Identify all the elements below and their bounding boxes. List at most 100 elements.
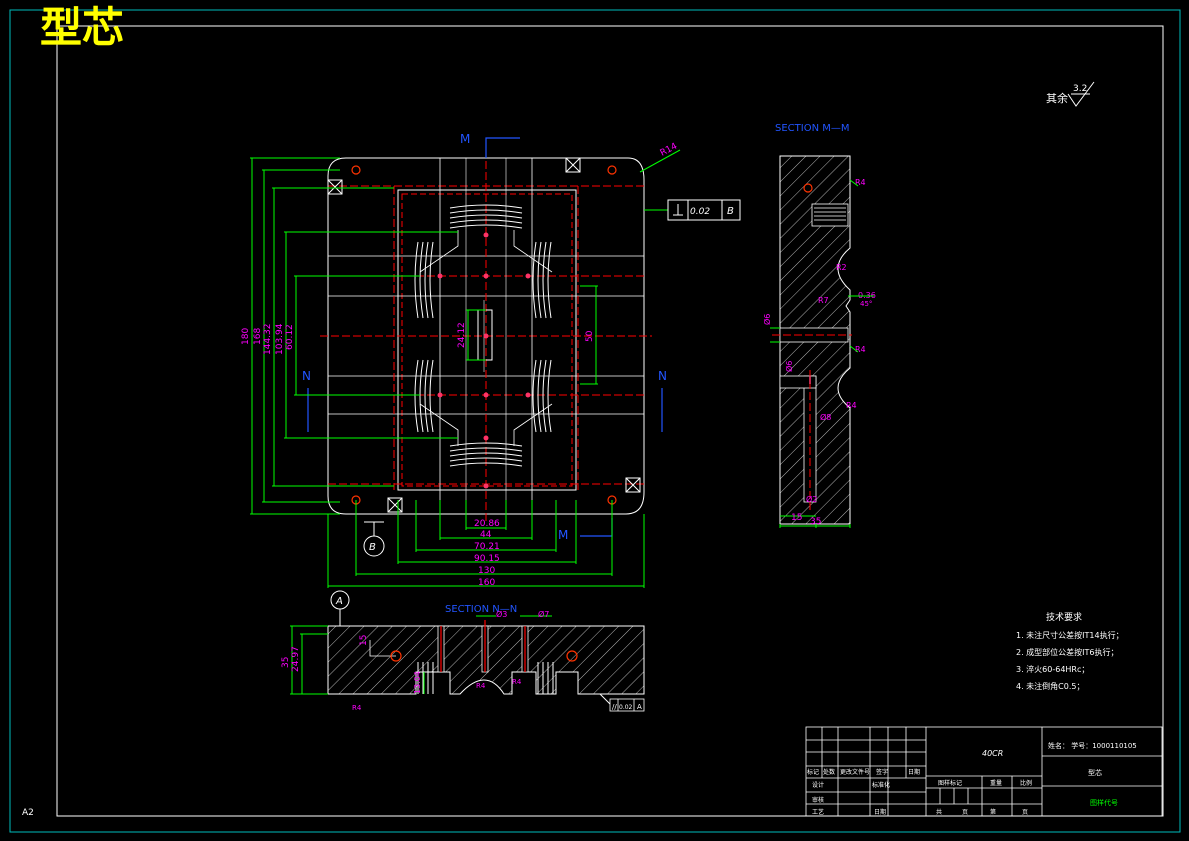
technical-requirements: 技术要求 1. 未注尺寸公差按IT14执行； 2. 成型部位公差按IT6执行； … — [1016, 611, 1124, 691]
tech-note-1: 1. 未注尺寸公差按IT14执行； — [1016, 630, 1124, 640]
nn-dia7: Ø7 — [538, 609, 549, 619]
rev-header-doc: 更改文件号 — [840, 768, 870, 776]
school-info: 姓名： 学号：1000110105 — [1048, 741, 1137, 750]
dim-h6012: 60.12 — [285, 324, 295, 350]
label-page: 第 — [990, 808, 996, 816]
cut-label-m-top: M — [460, 132, 470, 146]
label-standardize: 标准化 — [872, 781, 890, 789]
dim-w7021: 70.21 — [474, 542, 500, 552]
label-sheet: 页 — [962, 809, 968, 816]
nn-h1304: 13.04 — [413, 671, 422, 694]
datum-b: B — [363, 521, 385, 557]
thread-coil-left-bottom — [414, 359, 434, 433]
surface-finish-symbol: 其余 3.2 — [1046, 81, 1095, 107]
cut-label-m-bottom: M — [558, 528, 568, 542]
mm-d45: 45° — [860, 300, 872, 308]
thread-coil-bottom — [449, 442, 523, 467]
perpendicularity-frame: 0.02 B — [644, 199, 741, 221]
datum-a: A — [330, 590, 350, 627]
corner-markers — [327, 157, 641, 513]
dim-v2412: 24.12 — [457, 322, 467, 348]
tech-notes-title: 技术要求 — [1046, 611, 1082, 623]
parallelism-frame: // 0.02 A — [599, 693, 645, 712]
mm-w35: 35 — [810, 517, 821, 527]
label-date: 日期 — [874, 808, 886, 816]
rev-header-date: 日期 — [908, 768, 920, 776]
label-sheet-2: 页 — [1022, 809, 1028, 816]
surface-finish-prefix: 其余 — [1046, 91, 1068, 105]
mm-dia2: Ø2 — [806, 494, 817, 504]
nn-h15: 15 — [359, 635, 369, 646]
mm-dia6b: Ø6 — [784, 361, 794, 372]
thread-coil-right-bottom — [532, 359, 552, 433]
cut-label-n-right: N — [658, 369, 667, 383]
dim-h180: 180 — [241, 328, 251, 345]
rev-header-sign: 签字 — [876, 768, 888, 776]
mm-r4-mid: R4 — [855, 345, 866, 354]
runner-center-rect — [401, 193, 573, 487]
pin-points — [437, 232, 531, 489]
mm-r7: R7 — [818, 296, 829, 305]
nn-h2497: 24.97 — [291, 646, 301, 672]
rev-header-count: 处数 — [823, 768, 835, 776]
perp-value: 0.02 — [690, 207, 710, 217]
dim-h10394: 103.94 — [275, 323, 285, 355]
dim-w130: 130 — [478, 566, 495, 576]
plan-view: M M N N R14 0.02 B B — [241, 132, 741, 588]
tech-note-2: 2. 成型部位公差按IT6执行； — [1016, 647, 1119, 657]
mm-w15: 15 — [791, 513, 802, 523]
section-mm-label: SECTION M—M — [775, 123, 850, 134]
nn-r4-left: R4 — [352, 704, 362, 712]
dim-w44: 44 — [480, 530, 492, 540]
nn-r4-center: R4 — [476, 682, 486, 690]
horizontal-dims — [327, 500, 645, 588]
datum-a-label: A — [335, 596, 343, 607]
title-block — [805, 726, 1163, 817]
part-name: 型芯 — [1088, 768, 1102, 777]
datum-b-label: B — [369, 542, 376, 553]
section-nn-view: SECTION N—N 35 24.97 15 13.04 Ø3 Ø7 R4 R… — [281, 590, 645, 712]
dim-w9015: 90.15 — [474, 554, 500, 564]
mm-dia8: Ø8 — [820, 412, 831, 422]
nn-h35: 35 — [281, 657, 291, 668]
label-total: 共 — [936, 808, 942, 816]
inner-border — [56, 25, 1164, 817]
drawing-no: 图样代号 — [1090, 798, 1118, 807]
dim-h14432: 144.32 — [263, 324, 273, 356]
label-weight: 重量 — [990, 779, 1002, 787]
tech-note-3: 3. 淬火60-64HRc； — [1016, 664, 1089, 674]
plate-outline — [327, 157, 645, 515]
outer-border — [9, 9, 1181, 833]
svg-text://: // — [612, 703, 617, 711]
mm-r4-low: R4 — [846, 401, 857, 410]
para-datum: A — [637, 703, 642, 711]
mm-dia6a: Ø6 — [762, 314, 772, 325]
mm-r2: R2 — [836, 263, 847, 272]
section-nn-label: SECTION N—N — [445, 604, 517, 615]
surface-finish-value: 3.2 — [1073, 84, 1087, 94]
mm-r4-top: R4 — [855, 178, 866, 187]
label-stage-mark: 图样标记 — [938, 779, 962, 787]
label-design: 设计 — [812, 781, 824, 789]
nn-r4-right: R4 — [512, 678, 522, 686]
perp-datum: B — [727, 206, 734, 217]
material: 40CR — [982, 749, 1003, 758]
sheet-size: A2 — [22, 808, 34, 818]
label-process: 工艺 — [812, 808, 824, 816]
cut-label-n-left: N — [302, 369, 311, 383]
para-value: 0.02 — [619, 704, 633, 711]
thread-coil-top — [449, 204, 523, 229]
section-mm-view: SECTION M—M R4 R2 R7 0.36 45° R4 Ø6 Ø6 R… — [762, 123, 876, 528]
vertical-dims — [250, 157, 598, 515]
tech-note-4: 4. 未注倒角C0.5； — [1016, 681, 1084, 691]
dim-v50: 50 — [585, 330, 595, 342]
nn-dia3: Ø3 — [496, 609, 507, 619]
thread-coil-left-top — [414, 241, 434, 319]
label-scale: 比例 — [1020, 779, 1032, 787]
dim-w2086: 20.86 — [474, 519, 500, 529]
dim-h168: 168 — [253, 328, 263, 345]
rev-header-mark: 标记 — [807, 768, 819, 776]
label-review: 审核 — [812, 796, 824, 804]
drawing-title: 型芯 — [40, 3, 124, 52]
